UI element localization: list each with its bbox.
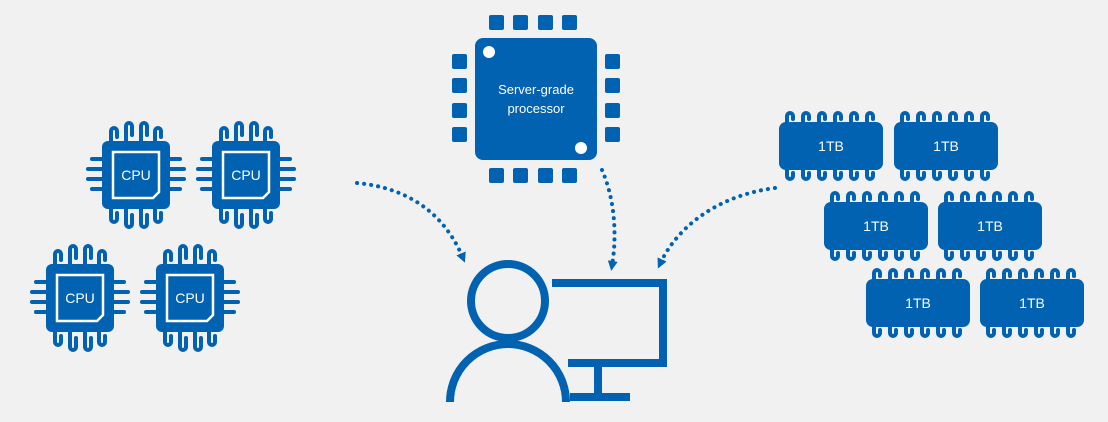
memory-module-label: 1TB <box>863 218 889 234</box>
server-processor-icon <box>452 15 620 183</box>
server-processor-label-line2: processor <box>507 101 565 116</box>
cpu-chip-label: CPU <box>65 290 95 306</box>
cpu-chip-label: CPU <box>175 290 205 306</box>
monitor-outline <box>552 279 667 367</box>
dotted-arrow-left <box>355 181 466 263</box>
memory-module-label: 1TB <box>1019 295 1045 311</box>
user-at-computer-icon <box>446 260 667 403</box>
cpu-chip-label: CPU <box>121 167 151 183</box>
dotted-arrow-center <box>600 168 618 271</box>
dotted-arrow-right <box>657 186 777 269</box>
memory-module-label: 1TB <box>905 295 931 311</box>
memory-module-label: 1TB <box>818 138 844 154</box>
memory-module-label: 1TB <box>933 138 959 154</box>
user-head <box>467 260 549 342</box>
user-body <box>446 340 570 403</box>
server-processor-label-line1: Server-grade <box>498 82 574 97</box>
server-processor-label: Server-grade processor <box>461 80 611 118</box>
cpu-chip-label: CPU <box>231 167 261 183</box>
memory-module-label: 1TB <box>977 218 1003 234</box>
